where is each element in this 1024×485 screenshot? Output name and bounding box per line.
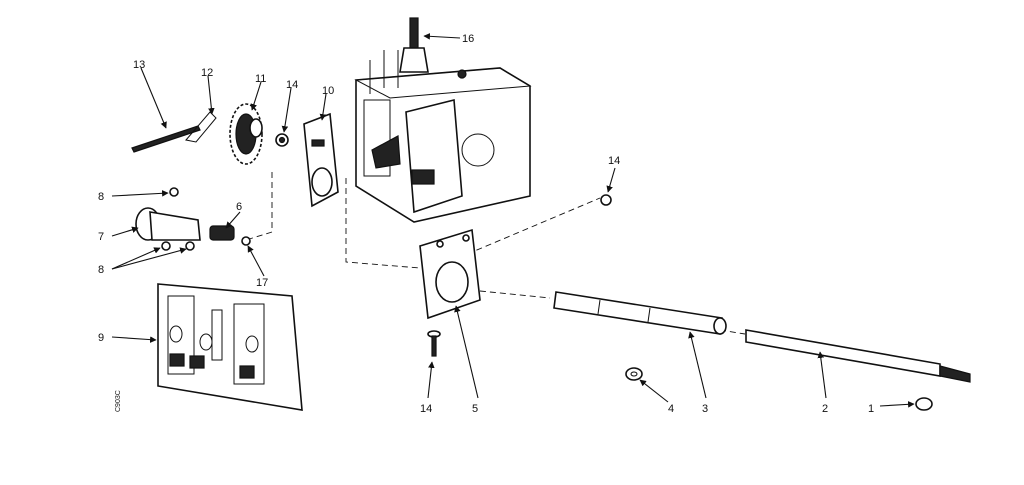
part-10-bracket: [303, 112, 339, 208]
part-3-shaft: [553, 291, 727, 335]
part-16-lever: [399, 17, 429, 73]
part-14-screw-right: [600, 194, 612, 206]
part-2-rod: [745, 329, 971, 383]
callout-7: 7: [98, 231, 104, 243]
part-14-nut-upper: [275, 133, 289, 147]
part-5-plate: [419, 228, 481, 320]
main-housing: [354, 50, 532, 223]
callout-1: 1: [868, 403, 874, 415]
callout-8-bottom: 8: [98, 264, 104, 276]
part-11-gear: [229, 103, 263, 165]
callout-14-right: 14: [608, 155, 620, 167]
drawing-code-label: C903C: [115, 390, 122, 412]
part-12-clip: [185, 111, 217, 143]
part-14-screw-bottom: [427, 330, 441, 357]
part-8-screw-top: [169, 187, 179, 197]
callout-16: 16: [462, 33, 474, 45]
callout-12: 12: [201, 67, 213, 79]
callout-13: 13: [133, 59, 145, 71]
callout-4: 4: [668, 403, 674, 415]
callout-5: 5: [472, 403, 478, 415]
callout-3: 3: [702, 403, 708, 415]
part-6-spring: [209, 225, 235, 241]
part-9-panel: [157, 283, 303, 411]
callout-10: 10: [322, 85, 334, 97]
leader-lines: [111, 33, 915, 408]
callout-11: 11: [255, 73, 266, 85]
callout-14-upper: 14: [286, 79, 298, 91]
callout-2: 2: [822, 403, 828, 415]
part-8-screws-bottom: [161, 241, 195, 251]
part-13-rod: [131, 125, 201, 153]
callout-9: 9: [98, 332, 104, 344]
part-1-clip: [915, 397, 933, 411]
callout-8-top: 8: [98, 191, 104, 203]
callout-6: 6: [236, 201, 242, 213]
part-7-knob: [135, 207, 201, 241]
callout-17: 17: [256, 277, 268, 289]
part-17-ball: [241, 236, 251, 246]
part-4-washer: [625, 367, 643, 381]
callout-14-bottom: 14: [420, 403, 432, 415]
